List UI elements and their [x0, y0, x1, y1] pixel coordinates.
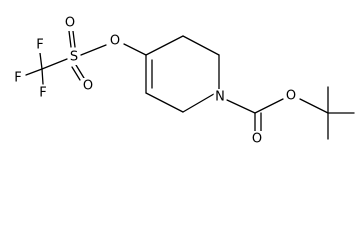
bond-c-f-top — [39, 52, 43, 70]
atom-s: S — [70, 50, 78, 65]
atom-f-left: F — [14, 71, 21, 86]
atom-o-carbonyl: O — [252, 132, 262, 147]
bond-o-c-tbu — [299, 98, 329, 114]
atom-label-backdrop — [213, 89, 227, 105]
atom-o-tbutoxy: O — [286, 89, 296, 104]
ring-bond-c2-c3 — [145, 92, 184, 113]
bond-c-f-bottom — [41, 68, 44, 85]
bond-s-o-double-a2 — [72, 30, 76, 48]
bond-n-c-carbonyl — [226, 99, 256, 114]
atom-label-backdrop — [37, 85, 49, 101]
atom-label-backdrop — [68, 49, 80, 65]
atom-f-top: F — [36, 38, 43, 53]
atom-o-triflate-link: O — [110, 34, 120, 49]
atom-label-backdrop — [108, 33, 122, 49]
bond-s-o — [80, 44, 107, 56]
atom-o-sulfonyl-top: O — [65, 16, 75, 31]
atom-label-backdrop — [81, 78, 95, 94]
atom-label-backdrop — [63, 15, 77, 31]
bond-o-ring — [123, 43, 147, 56]
ring-bond-c4-c5 — [145, 35, 184, 56]
atom-label-backdrop — [12, 70, 24, 86]
bond-layer — [25, 30, 355, 140]
bond-s-o-double-b2 — [75, 64, 85, 79]
structure-canvas: F F F S O O O N O O — [12, 15, 355, 147]
atom-f-bottom: F — [39, 86, 46, 101]
atom-n: N — [215, 90, 225, 105]
bond-s-o-double-b1 — [71, 66, 81, 81]
ring-bond-n-c2 — [182, 90, 220, 113]
atom-label-backdrop — [284, 88, 298, 104]
atom-label-backdrop — [34, 37, 46, 53]
bond-s-o-double-a1 — [68, 30, 72, 48]
atom-labels: F F F S O O O N O O — [12, 15, 298, 147]
ring-bond-c5-c6 — [182, 35, 220, 56]
bond-c-o-single — [254, 98, 284, 114]
atom-o-sulfonyl-bottom: O — [83, 79, 93, 94]
bond-c-f-left — [25, 68, 43, 76]
atom-label-backdrop — [250, 131, 264, 147]
structural-formula: F F F S O O O N O O — [12, 15, 355, 147]
bond-c-s — [41, 58, 68, 70]
